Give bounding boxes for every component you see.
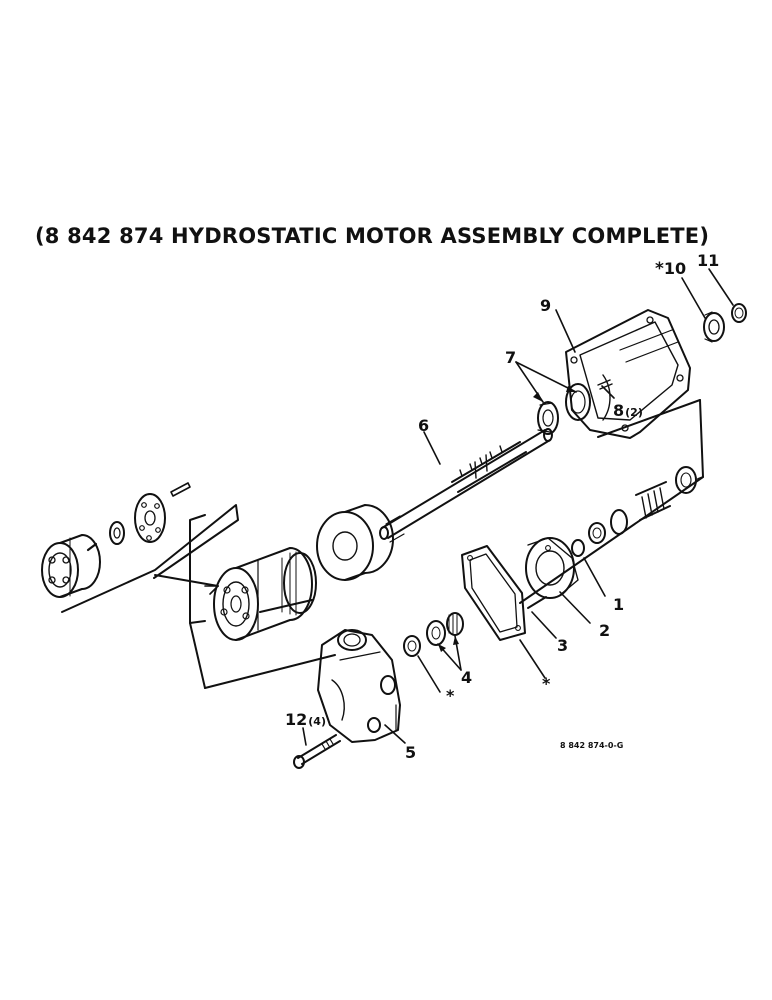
callout-10-number: 10 [663, 259, 687, 278]
callout-6: 6 [418, 416, 430, 435]
callout-8-quantity: (2) [625, 406, 643, 419]
callout-5: 5 [405, 743, 417, 762]
bearing-plate [525, 537, 579, 599]
asterisk-marker-a: * [446, 686, 455, 705]
callout-3: 3 [557, 636, 569, 655]
callout-8-number: 8 [613, 401, 625, 420]
callout-2: 2 [599, 621, 611, 640]
gasket [461, 545, 547, 641]
callout-12-quantity: (4) [308, 715, 326, 728]
swash-plate [316, 504, 394, 581]
spring-washer-stack [571, 466, 697, 557]
assembly-outline [189, 399, 704, 689]
asterisk-marker-b: * [542, 674, 551, 693]
callout-12: 12(4) [285, 712, 326, 728]
rotating-group [213, 547, 317, 641]
diagram-title: (8 842 874 HYDROSTATIC MOTOR ASSEMBLY CO… [35, 224, 710, 248]
callout-4: 4 [461, 668, 473, 687]
callout-11: 11 [697, 251, 720, 270]
callout-7: 7 [505, 348, 517, 367]
callout-8: 8(2) [613, 403, 643, 419]
callout-10: *10 [655, 261, 686, 278]
needle-bearing-set [403, 612, 464, 657]
shaft-seal [703, 311, 725, 343]
cap-screw [293, 734, 341, 769]
tapered-bearing [537, 383, 591, 435]
leader-arrowheads [438, 386, 576, 652]
callout-9: 9 [540, 296, 552, 315]
callout-10-asterisk: * [655, 259, 664, 279]
callout-12-number: 12 [285, 710, 308, 729]
end-cap [317, 629, 401, 743]
output-shaft [379, 428, 553, 543]
snap-ring [731, 303, 747, 323]
motor-housing [565, 309, 691, 439]
cylinder-block-subassembly [41, 482, 239, 613]
drawing-number: 8 842 874-0-G [560, 741, 624, 750]
callout-1: 1 [613, 595, 625, 614]
